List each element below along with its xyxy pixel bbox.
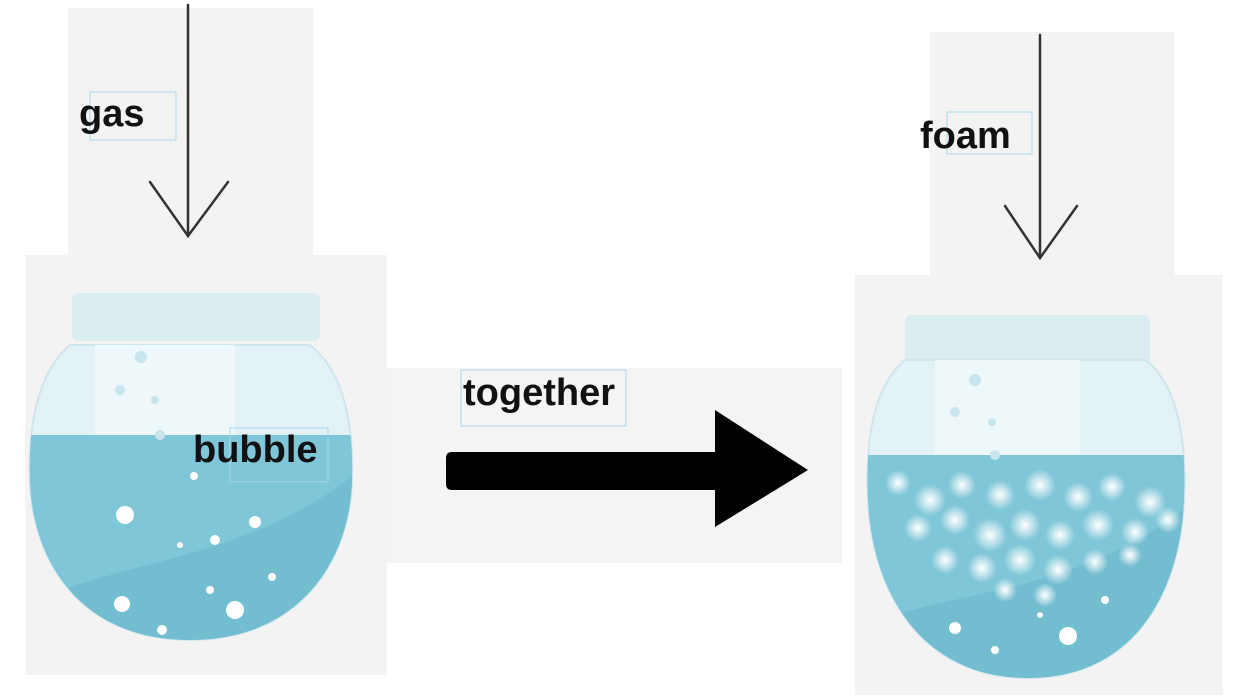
- bubble-label: bubble: [193, 429, 318, 471]
- right-top-panel: [930, 32, 1175, 282]
- foam-label: foam: [920, 115, 1011, 157]
- together-label: together: [463, 372, 615, 414]
- right-jar-lid: [905, 315, 1150, 365]
- gas-label: gas: [79, 93, 144, 135]
- left-jar-lid: [72, 293, 320, 341]
